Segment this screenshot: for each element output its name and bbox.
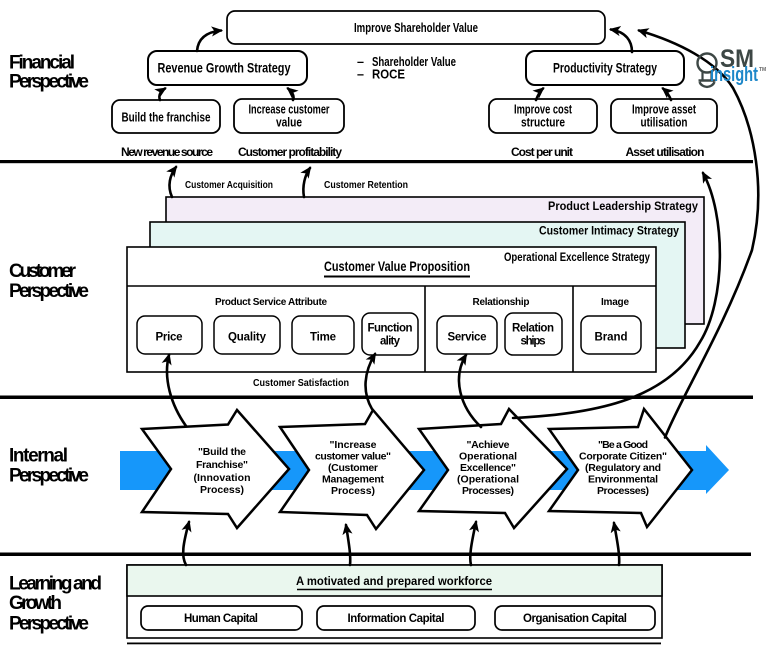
svg-text:Productivity Strategy: Productivity Strategy (553, 60, 657, 76)
svg-text:(Innovation: (Innovation (194, 472, 251, 484)
svg-text:Revenue Growth Strategy: Revenue Growth Strategy (158, 60, 291, 76)
svg-text:Customer Satisfaction: Customer Satisfaction (253, 378, 349, 389)
svg-text:value: value (276, 116, 302, 130)
svg-text:"Achieve: "Achieve (467, 439, 510, 451)
svg-text:Time: Time (310, 332, 336, 344)
svg-text:Relationship: Relationship (473, 297, 530, 308)
svg-text:"Increase: "Increase (330, 439, 377, 451)
svg-text:Increase customer: Increase customer (249, 103, 330, 117)
svg-text:Relation: Relation (512, 323, 554, 335)
svg-text:Improve cost: Improve cost (514, 103, 573, 117)
svg-text:Processes): Processes) (462, 485, 514, 497)
svg-text:Function: Function (368, 323, 413, 335)
svg-text:customer value": customer value" (315, 451, 391, 463)
svg-text:Product Leadership Strategy: Product Leadership Strategy (548, 201, 699, 213)
svg-text:Environmental: Environmental (588, 474, 658, 486)
svg-text:Build the franchise: Build the franchise (122, 111, 211, 125)
svg-text:Price: Price (156, 332, 183, 344)
svg-text:Franchise": Franchise" (196, 459, 248, 471)
svg-text:ROCE: ROCE (372, 68, 405, 82)
svg-text:Processes): Processes) (597, 485, 649, 497)
svg-text:Customer: Customer (9, 261, 77, 282)
svg-text:–: – (357, 68, 364, 82)
svg-text:Customer profitability: Customer profitability (238, 145, 342, 159)
svg-text:Perspective: Perspective (9, 72, 89, 93)
svg-text:New revenue source: New revenue source (121, 145, 213, 159)
svg-text:Excellence": Excellence" (460, 462, 516, 474)
svg-text:Customer Acquisition: Customer Acquisition (185, 180, 273, 191)
svg-text:(Operational: (Operational (457, 474, 519, 486)
svg-text:Perspective: Perspective (9, 614, 89, 635)
svg-text:Process): Process) (331, 485, 375, 497)
svg-text:TM: TM (759, 67, 766, 73)
svg-text:ality: ality (380, 336, 401, 348)
svg-text:SM: SM (720, 45, 754, 73)
svg-text:Asset utilisation: Asset utilisation (626, 145, 705, 159)
svg-text:Organisation Capital: Organisation Capital (523, 613, 627, 625)
svg-text:Shareholder Value: Shareholder Value (372, 55, 456, 69)
svg-text:utilisation: utilisation (641, 116, 688, 130)
svg-text:Quality: Quality (228, 332, 267, 344)
svg-text:Customer Value Proposition: Customer Value Proposition (324, 258, 470, 274)
svg-text:Brand: Brand (595, 332, 628, 344)
svg-text:Operational: Operational (459, 451, 517, 463)
svg-text:Customer Intimacy Strategy: Customer Intimacy Strategy (539, 226, 680, 238)
svg-text:Service: Service (448, 332, 487, 344)
svg-text:Operational Excellence Strateg: Operational Excellence Strategy (504, 252, 650, 264)
svg-text:Financial: Financial (9, 53, 75, 74)
svg-text:insight: insight (710, 64, 758, 86)
svg-text:Growth: Growth (9, 593, 62, 614)
svg-text:Process): Process) (200, 484, 244, 496)
svg-text:Perspective: Perspective (9, 466, 89, 487)
svg-text:Cost per unit: Cost per unit (511, 145, 573, 159)
svg-text:A motivated and prepared workf: A motivated and prepared workforce (296, 576, 492, 588)
svg-text:Improve Shareholder Value: Improve Shareholder Value (354, 20, 478, 35)
svg-text:Learning and: Learning and (9, 574, 102, 595)
svg-text:–: – (357, 55, 364, 69)
svg-text:Management: Management (322, 474, 385, 486)
svg-text:Information Capital: Information Capital (348, 613, 445, 625)
svg-text:Image: Image (601, 297, 629, 308)
svg-text:ships: ships (521, 336, 546, 348)
svg-text:Customer Retention: Customer Retention (324, 180, 408, 191)
svg-text:Internal: Internal (9, 446, 68, 467)
svg-text:(Customer: (Customer (328, 462, 378, 474)
svg-text:Perspective: Perspective (9, 281, 89, 302)
svg-text:Human Capital: Human Capital (184, 613, 258, 625)
svg-text:"Build the: "Build the (198, 446, 246, 458)
svg-text:(Regulatory and: (Regulatory and (585, 462, 661, 474)
svg-text:structure: structure (521, 116, 565, 130)
svg-text:Corporate Citizen": Corporate Citizen" (579, 451, 667, 463)
svg-text:Improve asset: Improve asset (632, 103, 697, 117)
svg-text:Product Service Attribute: Product Service Attribute (215, 297, 327, 308)
svg-text:"Be a Good: "Be a Good (598, 439, 648, 451)
